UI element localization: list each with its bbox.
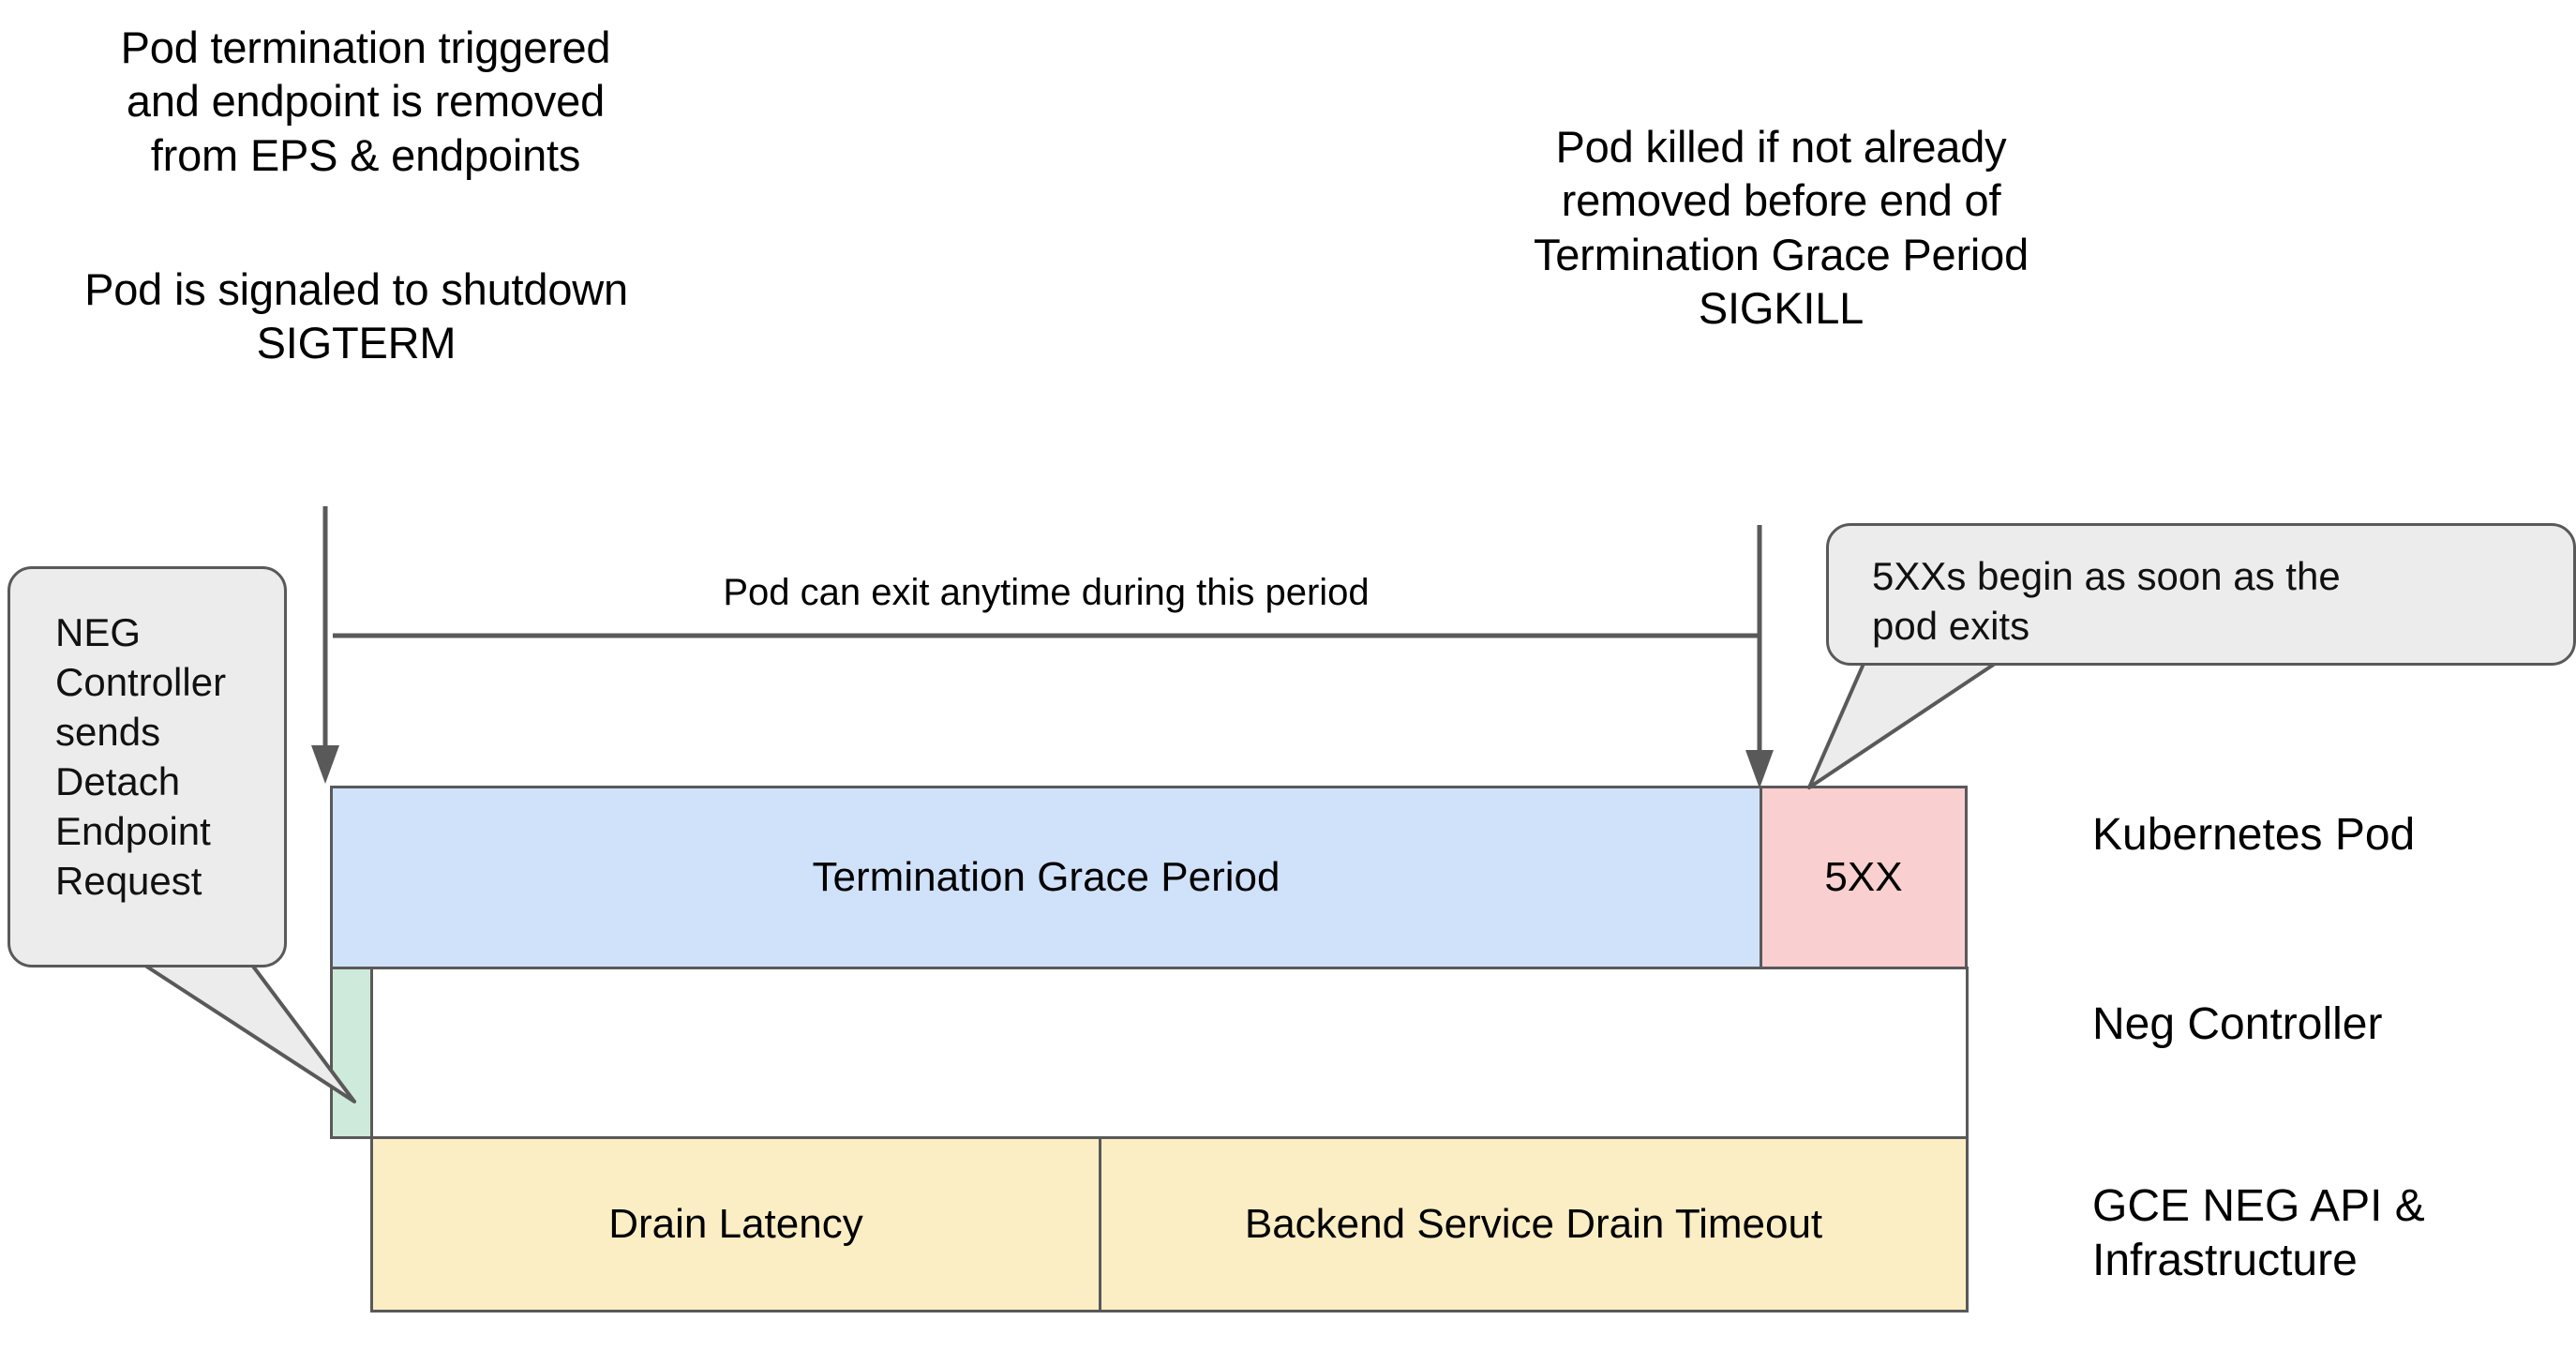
bar-label-drain-latency: Drain Latency bbox=[608, 1201, 863, 1247]
bar-5xx[interactable]: 5XX bbox=[1760, 786, 1968, 969]
callout-5xx-begin-text: 5XXs begin as soon as the pod exits bbox=[1872, 554, 2341, 648]
neg-callout-tail bbox=[139, 954, 356, 1103]
callout-5xx-begin[interactable]: 5XXs begin as soon as the pod exits bbox=[1826, 523, 2576, 666]
bar-termination-grace-period[interactable]: Termination Grace Period bbox=[330, 786, 1762, 969]
bar-label-termination-grace-period: Termination Grace Period bbox=[812, 854, 1281, 900]
row-label-kubernetes-pod: Kubernetes Pod bbox=[2092, 810, 2416, 860]
bar-neg-detach-endpoint[interactable] bbox=[330, 967, 373, 1139]
bar-label-5xx: 5XX bbox=[1824, 854, 1903, 900]
annotation-pod-termination-triggered: Pod termination triggered and endpoint i… bbox=[120, 22, 611, 180]
annotation-pod-killed-sigkill: Pod killed if not already removed before… bbox=[1533, 122, 2029, 333]
bar-neg-idle[interactable] bbox=[370, 967, 1969, 1139]
row-label-gce-neg-api: GCE NEG API & Infrastructure bbox=[2092, 1181, 2425, 1285]
bar-label-backend-service-drain-timeout: Backend Service Drain Timeout bbox=[1244, 1201, 1823, 1247]
annotation-pod-can-exit-anytime: Pod can exit anytime during this period bbox=[723, 572, 1370, 613]
five-xx-callout-tail bbox=[1807, 662, 1997, 789]
callout-neg-controller-text: NEG Controller sends Detach Endpoint Req… bbox=[55, 610, 227, 903]
bar-drain-latency[interactable]: Drain Latency bbox=[370, 1136, 1101, 1312]
bar-backend-service-drain-timeout[interactable]: Backend Service Drain Timeout bbox=[1099, 1136, 1969, 1312]
row-label-neg-controller: Neg Controller bbox=[2092, 999, 2383, 1049]
annotation-pod-signaled-shutdown: Pod is signaled to shutdown SIGTERM bbox=[84, 264, 628, 368]
callout-neg-controller[interactable]: NEG Controller sends Detach Endpoint Req… bbox=[7, 566, 287, 968]
right-timeline-arrow bbox=[1745, 525, 1774, 788]
left-timeline-arrow bbox=[311, 506, 339, 784]
